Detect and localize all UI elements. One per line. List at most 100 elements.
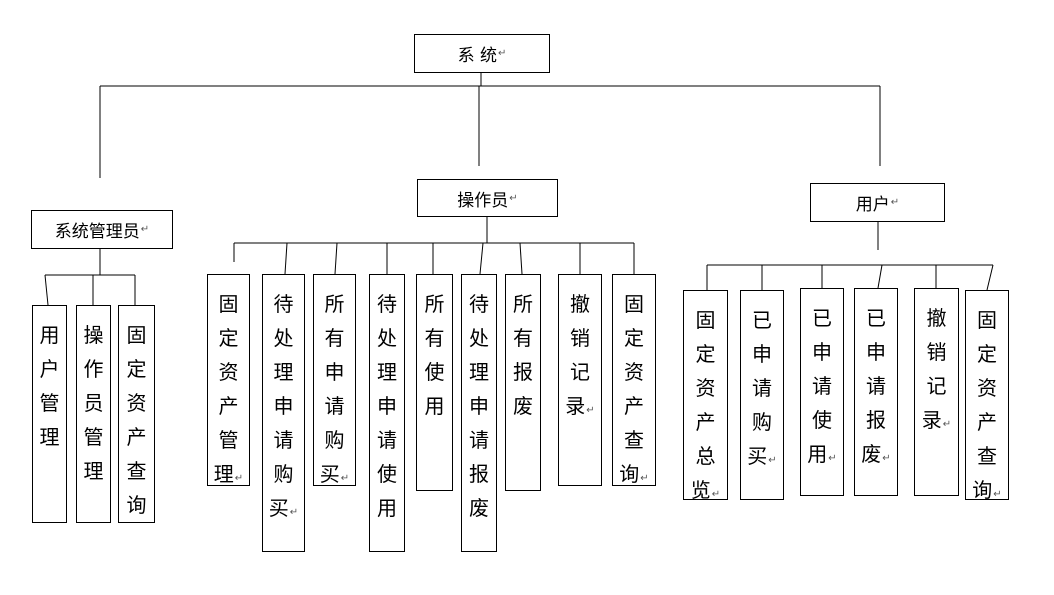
leaf-char: 资 [126,391,147,415]
leaf-char: 产 [218,394,239,418]
return-mark: ↵ [340,473,350,484]
leaf-char: 买↵ [747,444,777,468]
leaf-char: 理↵ [213,462,244,486]
leaf-user-applied-scrap: 已申请报废↵ [854,288,898,496]
leaf-char: 查 [126,459,147,483]
leaf-admin-operator-management: 操作员管理 [76,305,111,523]
leaf-char: 销 [570,326,590,350]
leaf-char: 固 [695,308,716,332]
return-mark: ↵ [509,192,518,204]
return-mark: ↵ [234,473,244,484]
leaf-char: 固 [624,292,644,316]
leaf-char: 定 [624,326,644,350]
connector-line [877,264,883,289]
return-mark: ↵ [942,419,952,430]
leaf-char: 购 [752,410,772,434]
leaf-char: 资 [624,360,644,384]
leaf-char: 所 [324,292,345,316]
leaf-op-asset-query: 固定资产查询↵ [612,274,656,486]
leaf-char: 请 [273,428,294,452]
leaf-char: 废↵ [861,442,891,466]
node-label: 用户 [855,195,890,215]
leaf-user-applied-use: 已申请使用↵ [800,288,844,496]
leaf-char: 用 [377,496,397,520]
leaf-char: 报 [866,408,886,432]
leaf-op-pending-scrap: 待处理申请报废 [461,274,497,552]
return-mark: ↵ [586,405,595,416]
leaf-char: 记 [926,374,947,398]
leaf-char: 用 [39,323,60,347]
root-label: 系 统 [457,46,497,66]
leaf-char: 资 [695,376,716,400]
leaf-char: 作 [83,357,104,381]
leaf-char: 请 [812,374,832,398]
leaf-char: 总 [695,444,716,468]
leaf-char: 请 [377,428,397,452]
leaf-op-all-purchase: 所有申请购买↵ [313,274,356,486]
leaf-char: 记 [570,360,590,384]
leaf-char: 产 [624,394,644,418]
leaf-user-revoke-records: 撤销记录↵ [914,288,959,496]
leaf-char: 询↵ [972,478,1002,502]
leaf-char: 处 [273,326,294,350]
leaf-op-pending-purchase: 待处理申请购买↵ [262,274,305,552]
leaf-char: 固 [977,308,997,332]
connector-line [334,242,338,275]
leaf-char: 理 [83,459,104,483]
leaf-char: 请 [324,394,345,418]
leaf-char: 申 [752,342,772,366]
leaf-char: 查 [977,444,997,468]
leaf-char: 废 [513,394,533,418]
node-operator: 操作员↵ [417,179,558,217]
leaf-char: 购 [324,428,345,452]
leaf-op-revoke-records: 撤销记录↵ [558,274,602,486]
leaf-char: 报 [469,462,489,486]
leaf-char: 理 [469,360,489,384]
connector-line [519,242,523,275]
leaf-char: 待 [273,292,294,316]
leaf-char: 报 [513,360,533,384]
leaf-char: 申 [469,394,489,418]
leaf-char: 使 [377,462,397,486]
node-system-admin: 系统管理员↵ [31,210,173,249]
leaf-char: 买↵ [268,496,299,520]
leaf-char: 有 [513,326,533,350]
leaf-char: 有 [424,326,445,350]
leaf-char: 所 [424,292,445,316]
leaf-char: 户 [39,357,60,381]
leaf-char: 产 [126,425,147,449]
leaf-char: 已 [866,306,886,330]
leaf-admin-asset-query: 固定资产查询 [118,305,155,523]
leaf-char: 产 [977,410,997,434]
leaf-char: 申 [866,340,886,364]
leaf-char: 废 [469,496,489,520]
leaf-char: 定 [218,326,239,350]
leaf-char: 录↵ [565,394,595,418]
return-mark: ↵ [640,473,649,484]
node-label: 操作员 [457,190,509,211]
leaf-char: 请 [866,374,886,398]
leaf-char: 请 [752,376,772,400]
leaf-op-all-scrap: 所有报废 [505,274,541,491]
node-user: 用户↵ [810,183,945,222]
connector-line [284,242,288,275]
connector-line [986,264,994,291]
leaf-char: 处 [469,326,489,350]
leaf-char: 处 [377,326,397,350]
leaf-char: 定 [695,342,716,366]
leaf-char: 员 [83,391,104,415]
connector-line [479,242,484,275]
leaf-char: 理 [377,360,397,384]
return-mark: ↵ [882,453,891,464]
leaf-char: 管 [218,428,239,452]
leaf-op-pending-use: 待处理申请使用 [369,274,405,552]
leaf-char: 申 [812,340,832,364]
leaf-char: 理 [273,360,294,384]
leaf-char: 已 [752,308,772,332]
leaf-char: 待 [377,292,397,316]
return-mark: ↵ [498,48,507,59]
leaf-char: 查 [624,428,644,452]
return-mark: ↵ [993,489,1002,500]
leaf-char: 已 [812,306,832,330]
